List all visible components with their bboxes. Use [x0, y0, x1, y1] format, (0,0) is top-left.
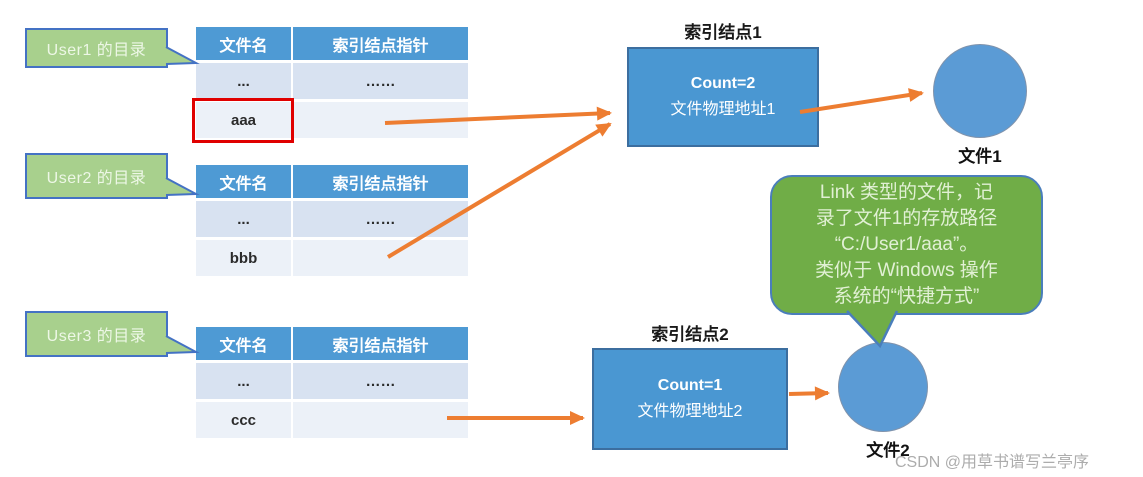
user1-callout-wedge: [165, 46, 200, 65]
file1-label: 文件1: [958, 147, 1002, 166]
cell-pointer: ……: [293, 201, 468, 237]
header-filename: 文件名: [196, 165, 291, 198]
cell-pointer: ……: [293, 63, 468, 99]
cell-pointer: [293, 240, 468, 276]
table-row: ... ……: [196, 63, 468, 99]
csdn-watermark: CSDN @用草书谱写兰亭序: [895, 454, 1090, 471]
table-header-row: 文件名 索引结点指针: [196, 327, 468, 360]
user2-directory-table: 文件名 索引结点指针 ... …… bbb: [196, 165, 468, 276]
header-filename: 文件名: [196, 27, 291, 60]
cell-pointer: [293, 402, 468, 438]
inode1-title: 索引结点1: [684, 23, 762, 42]
aaa-highlight-box: [192, 98, 294, 143]
cell-filename: ...: [196, 363, 291, 399]
table-row: ... ……: [196, 201, 468, 237]
cell-filename-aaa: aaa: [196, 102, 291, 138]
header-inode-pointer: 索引结点指针: [293, 327, 468, 360]
file2-circle: [838, 342, 928, 432]
table-header-row: 文件名 索引结点指针: [196, 27, 468, 60]
user1-directory-label: User1 的目录: [25, 28, 168, 68]
header-inode-pointer: 索引结点指针: [293, 165, 468, 198]
user2-callout-wedge: [165, 177, 200, 196]
table-header-row: 文件名 索引结点指针: [196, 165, 468, 198]
user3-directory-table: 文件名 索引结点指针 ... …… ccc: [196, 327, 468, 438]
inode1-count: Count=2: [690, 75, 756, 92]
inode2-address: 文件物理地址2: [637, 403, 743, 420]
table-row: ccc: [196, 402, 468, 438]
cell-pointer: [293, 102, 468, 138]
inode1-address: 文件物理地址1: [670, 101, 776, 118]
bubble-line: “C:/User1/aaa”。: [834, 234, 979, 255]
user2-directory-label-text: User2 的目录: [46, 170, 147, 187]
user2-directory-label: User2 的目录: [25, 153, 168, 199]
inode2-title: 索引结点2: [651, 325, 729, 344]
header-filename: 文件名: [196, 327, 291, 360]
cell-filename: ...: [196, 63, 291, 99]
bubble-line: Link 类型的文件，记: [819, 182, 994, 203]
cell-filename: ...: [196, 201, 291, 237]
cell-filename-ccc: ccc: [196, 402, 291, 438]
user1-directory-label-text: User1 的目录: [46, 42, 147, 59]
header-inode-pointer: 索引结点指针: [293, 27, 468, 60]
inode2-box: Count=1 文件物理地址2: [592, 348, 788, 450]
file2-label: 文件2: [866, 441, 910, 460]
user3-directory-label-text: User3 的目录: [46, 328, 147, 345]
table-row: ... ……: [196, 363, 468, 399]
user3-callout-wedge: [165, 335, 200, 354]
bubble-line: 录了文件1的存放路径: [815, 208, 998, 229]
user3-directory-label: User3 的目录: [25, 311, 168, 357]
bubble-tail: [846, 310, 899, 349]
cell-pointer: ……: [293, 363, 468, 399]
file1-circle: [933, 44, 1027, 138]
inode2-count: Count=1: [657, 377, 723, 394]
inode1-box: Count=2 文件物理地址1: [627, 47, 819, 147]
link-file-note-bubble: Link 类型的文件，记 录了文件1的存放路径 “C:/User1/aaa”。 …: [770, 175, 1043, 315]
arrow-inode2-to-file2: [788, 386, 830, 401]
cell-filename-bbb: bbb: [196, 240, 291, 276]
bubble-line: 系统的“快捷方式”: [833, 286, 980, 307]
table-row: bbb: [196, 240, 468, 276]
bubble-line: 类似于 Windows 操作: [815, 260, 998, 281]
